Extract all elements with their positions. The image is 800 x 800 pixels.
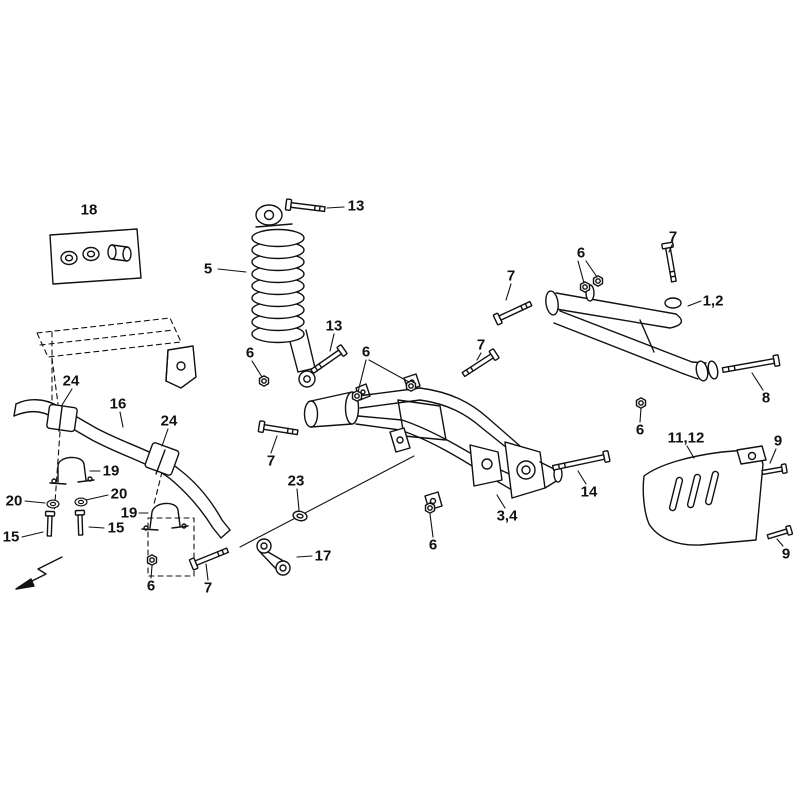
- nut-6-upper-arm-a: [579, 281, 591, 293]
- bolt-9-lower: [765, 524, 794, 542]
- bolt-13-top: [284, 198, 327, 216]
- part-label-24-right: 24: [160, 412, 178, 430]
- frame-bracket: [165, 345, 197, 389]
- part-label-7-upper-arm-left: 7: [506, 267, 516, 285]
- bolt-7-bottom: [188, 544, 231, 571]
- part-label-17: 17: [314, 547, 332, 565]
- washer-20-right: [74, 497, 88, 507]
- part-label-6-bottom: 6: [146, 577, 156, 595]
- part-label-19-upper: 19: [102, 462, 120, 480]
- part-label-7-swingarm-front: 7: [266, 452, 276, 470]
- part-label-1-2: 1,2: [702, 292, 724, 310]
- part-label-8: 8: [761, 389, 771, 407]
- shock-absorber: [251, 204, 316, 388]
- part-label-5: 5: [203, 260, 213, 278]
- part-label-19-lower: 19: [120, 504, 138, 522]
- frame-reference: [36, 317, 195, 577]
- nut-6-upper-arm-lower: [635, 397, 647, 409]
- bushing-24-right: [144, 442, 180, 476]
- nut-6-upper-arm-b: [592, 275, 604, 287]
- part-label-7-upper-arm-top: 7: [668, 228, 678, 246]
- bushing-kit-18: [49, 228, 142, 285]
- part-label-9-lower: 9: [781, 545, 791, 563]
- swing-arm: [303, 373, 563, 511]
- leader-lines: [21, 206, 784, 581]
- bolt-13-lower: [308, 343, 348, 377]
- part-label-15-left: 15: [2, 528, 20, 546]
- nut-6-swingarm-tab-b: [405, 380, 417, 392]
- part-label-13-lower: 13: [325, 317, 343, 335]
- part-label-20-right: 20: [110, 485, 128, 503]
- part-label-13-top: 13: [347, 197, 365, 215]
- bracket-19-upper: [49, 456, 95, 485]
- part-label-15-right: 15: [107, 519, 125, 537]
- bolt-9-upper: [760, 463, 788, 478]
- nut-6-swingarm-bottom: [424, 502, 436, 514]
- nut-6-swingarm-tab-a: [351, 390, 363, 402]
- part-label-6-upper-arm-lower: 6: [635, 421, 645, 439]
- part-label-23: 23: [287, 472, 305, 490]
- skid-plate: [642, 445, 767, 546]
- bolt-15-left: [44, 510, 56, 537]
- part-label-18: 18: [80, 201, 98, 219]
- bolt-15-right: [74, 509, 86, 536]
- washer-23: [291, 509, 309, 523]
- part-label-6-upper-arm-nuts: 6: [576, 244, 586, 262]
- bolt-7-upper-arm-left: [492, 297, 534, 326]
- bolt-7-swingarm-front: [257, 420, 300, 439]
- part-label-7-swingarm-upper: 7: [476, 336, 486, 354]
- part-label-11-12: 11,12: [667, 429, 705, 447]
- part-label-16: 16: [109, 395, 127, 413]
- shock-top-mount: [255, 204, 293, 228]
- part-label-7-bottom: 7: [203, 579, 213, 597]
- stabilizer-link: [256, 538, 291, 576]
- part-label-3-4: 3,4: [496, 507, 518, 525]
- part-label-9-upper: 9: [773, 432, 783, 450]
- stabilizer-bar: [13, 399, 231, 539]
- upper-arm: [545, 284, 719, 382]
- nut-6-shock: [258, 375, 270, 387]
- part-label-6-shock: 6: [245, 344, 255, 362]
- part-label-20-left: 20: [5, 492, 23, 510]
- part-label-24-left: 24: [62, 372, 80, 390]
- part-label-6-swingarm-nut: 6: [428, 536, 438, 554]
- direction-arrow: [15, 556, 63, 590]
- coil-spring: [251, 228, 305, 344]
- nut-6-bottom-left: [146, 554, 158, 566]
- assembly-axis-line: [239, 455, 415, 548]
- bolt-8: [721, 354, 781, 377]
- part-label-6-swingarm-tabs: 6: [361, 343, 371, 361]
- bushing-24-left: [46, 403, 78, 433]
- bracket-19-lower: [141, 502, 189, 531]
- part-label-14: 14: [580, 483, 598, 501]
- washer-20-left: [46, 499, 60, 509]
